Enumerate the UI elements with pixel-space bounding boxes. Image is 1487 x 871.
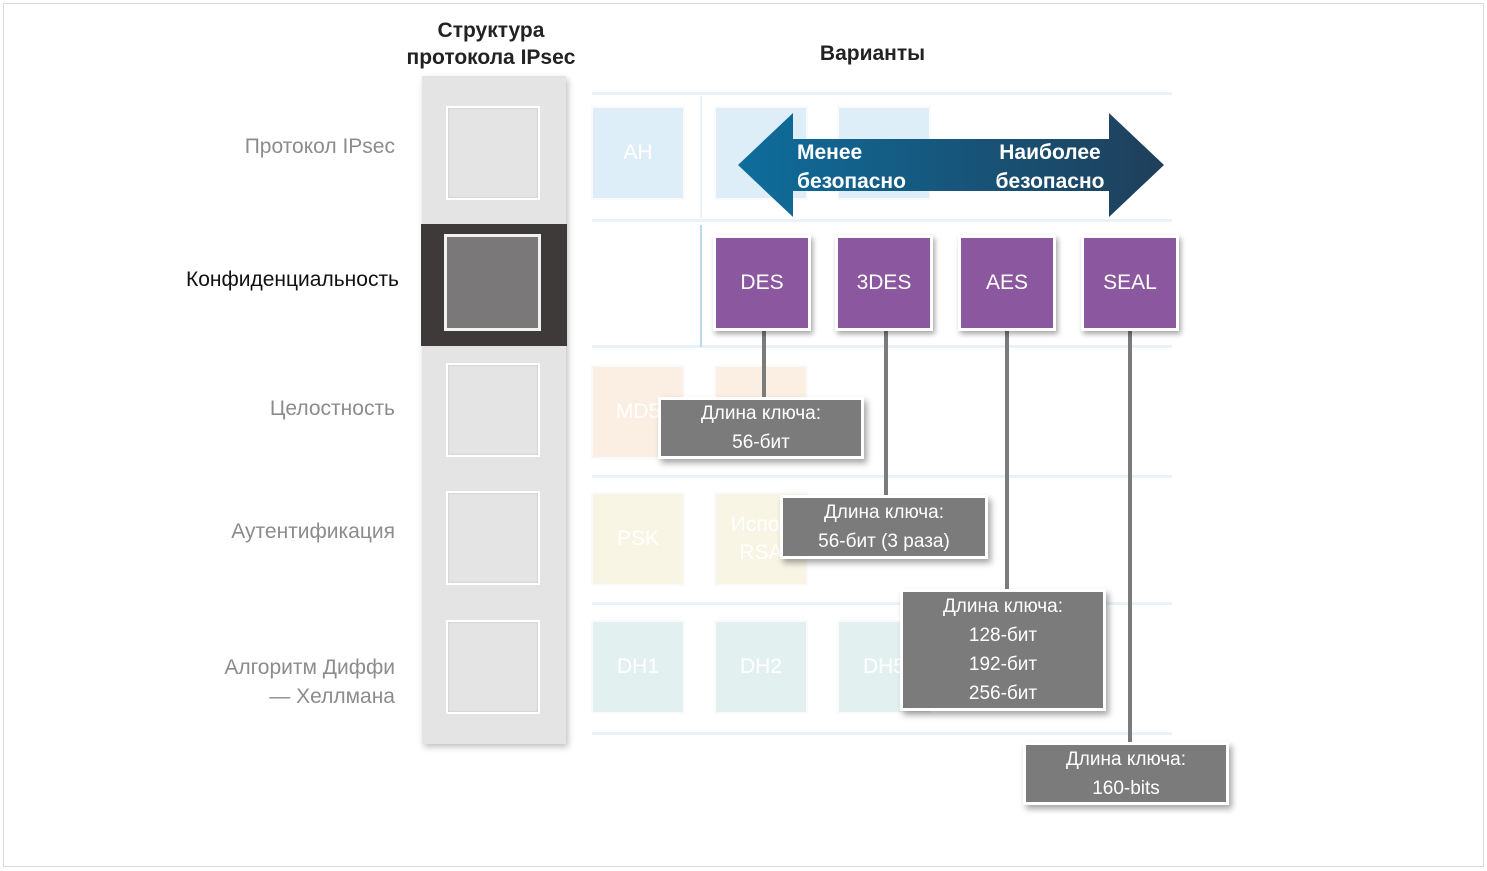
connector-seal bbox=[1128, 331, 1132, 742]
algorithm-aes: AES bbox=[958, 235, 1056, 331]
grid-line bbox=[592, 219, 1172, 222]
option-dh1: DH1 bbox=[591, 620, 685, 714]
security-arrow bbox=[738, 113, 1164, 217]
row-label-confidentiality: Конфиденциальность bbox=[185, 268, 399, 291]
slot-integrity bbox=[446, 363, 540, 457]
key-length-aes: Длина ключа: 128-бит 192-бит 256-бит bbox=[900, 589, 1106, 711]
grid-line bbox=[592, 602, 1172, 605]
key-length-aes-line: Длина ключа: bbox=[942, 596, 1064, 617]
key-length-3des-line: Длина ключа: bbox=[823, 502, 945, 523]
arrow-label-less-line2: безопасно bbox=[797, 170, 906, 193]
key-length-3des-line: 56-бит (3 раза) bbox=[818, 531, 950, 552]
arrow-label-more-secure: Наиболее безопасно bbox=[985, 138, 1115, 196]
key-length-3des: Длина ключа: 56-бит (3 раза) bbox=[780, 495, 988, 559]
row-label-dh: Алгоритм Диффи — Хеллмана bbox=[100, 653, 395, 711]
row-label-integrity: Целостность bbox=[269, 397, 395, 420]
algorithm-des: DES bbox=[713, 235, 811, 331]
options-header: Варианты bbox=[819, 42, 926, 65]
key-length-des-line: Длина ключа: bbox=[700, 403, 822, 424]
key-length-seal-line: Длина ключа: bbox=[1065, 748, 1187, 770]
slot-protocol bbox=[446, 106, 540, 200]
grid-line bbox=[592, 92, 1172, 95]
security-arrow-shape bbox=[738, 113, 1164, 217]
key-length-aes-line: 192-бит bbox=[968, 654, 1038, 675]
grid-divider bbox=[700, 96, 702, 218]
grid-line bbox=[592, 345, 1172, 348]
algorithm-seal: SEAL bbox=[1081, 235, 1179, 331]
option-dh2: DH2 bbox=[714, 620, 808, 714]
diagram-frame bbox=[3, 3, 1484, 867]
structure-header-line2: протокола IPsec bbox=[406, 46, 576, 69]
structure-header-line1: Структура bbox=[437, 19, 545, 42]
grid-line bbox=[592, 475, 1172, 478]
key-length-des: Длина ключа: 56-бит bbox=[658, 397, 864, 459]
slot-authentication bbox=[446, 491, 540, 585]
key-length-seal-line: 160-bits bbox=[1092, 777, 1160, 799]
key-length-des-line: 56-бит bbox=[732, 432, 790, 453]
row-label-authentication: Аутентификация bbox=[231, 520, 395, 543]
arrow-label-less-line1: Менее bbox=[797, 141, 863, 164]
key-length-aes-line: 128-бит bbox=[968, 625, 1038, 646]
structure-header: Структура протокола IPsec bbox=[380, 17, 602, 71]
slot-confidentiality bbox=[444, 234, 541, 331]
option-ah: AH bbox=[591, 106, 685, 200]
grid-line bbox=[592, 732, 1172, 735]
connector-des bbox=[762, 331, 766, 399]
row-divider bbox=[700, 225, 702, 347]
key-length-aes-line: 256-бит bbox=[968, 683, 1038, 704]
arrow-label-less-secure: Менее безопасно bbox=[797, 138, 906, 196]
connector-3des bbox=[884, 331, 888, 495]
arrow-label-more-line1: Наиболее bbox=[999, 141, 1101, 164]
connector-aes bbox=[1005, 331, 1009, 589]
option-psk: PSK bbox=[591, 492, 685, 586]
slot-dh bbox=[446, 620, 540, 714]
row-label-dh-line1: Алгоритм Диффи bbox=[224, 656, 395, 679]
row-label-dh-line2: — Хеллмана bbox=[269, 685, 395, 708]
algorithm-3des: 3DES bbox=[835, 235, 933, 331]
arrow-label-more-line2: безопасно bbox=[995, 170, 1105, 193]
row-label-protocol: Протокол IPsec bbox=[244, 135, 395, 158]
key-length-seal: Длина ключа: 160-bits bbox=[1023, 742, 1229, 805]
